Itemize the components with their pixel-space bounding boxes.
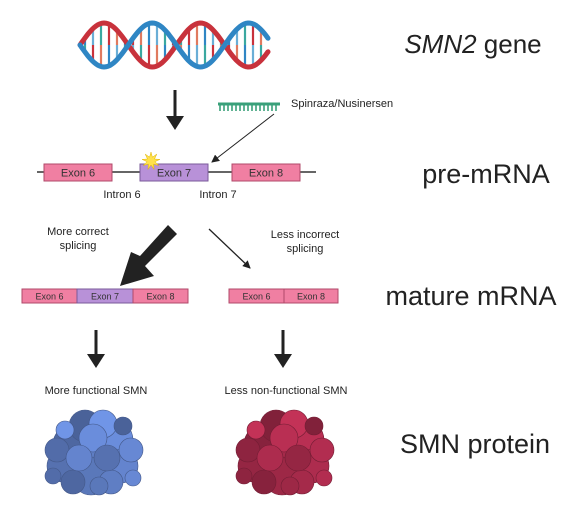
arrow-left-to-protein [87, 330, 105, 368]
protein-blob [44, 437, 70, 463]
protein-blob [118, 437, 144, 463]
right-splicing-label-1: Less incorrect [271, 229, 339, 241]
left-splicing-label-2: splicing [60, 240, 97, 252]
mutation-star-icon [141, 151, 161, 171]
mature-right-exon-8 [283, 288, 339, 304]
pre-exon-8-label: Exon 8 [249, 168, 283, 180]
right-splicing-label-2: splicing [287, 243, 324, 255]
mature-left-exon-8 [132, 288, 189, 304]
arrow-right-to-protein [274, 330, 292, 368]
big-splicing-arrow [120, 225, 177, 286]
pre-exon-6-label: Exon 6 [61, 168, 95, 180]
mature-right-exon-8-label: Exon 8 [297, 292, 325, 302]
pre-mrna: Exon 6 Exon 7 Exon 8 Intron 6 Intron 7 [37, 151, 316, 201]
protein-blob [235, 437, 261, 463]
protein-blob [251, 469, 277, 495]
pre-exon-7-label: Exon 7 [157, 168, 191, 180]
gene-label: SMN2 gene [404, 29, 541, 59]
mature-left-exon-7-label: Exon 7 [91, 292, 119, 302]
arrow-dna-to-premrna [166, 90, 184, 130]
left-protein-caption: More functional SMN [45, 385, 148, 397]
protein-blob [113, 416, 133, 436]
protein-blob [65, 444, 93, 472]
protein-blob [124, 469, 142, 487]
dna-helix-icon [77, 20, 271, 70]
protein-blob [55, 420, 75, 440]
protein-blob [309, 437, 335, 463]
mature-mrna-left: Exon 6 Exon 7 Exon 8 [21, 288, 189, 304]
small-splicing-arrow [208, 228, 251, 269]
dna-strand-blue [77, 20, 271, 70]
mature-left-exon-6-label: Exon 6 [35, 292, 63, 302]
mature-left-exon-8-label: Exon 8 [146, 292, 174, 302]
protein-blob [89, 476, 109, 496]
dna-strand-red [77, 20, 271, 70]
drug-pointer-arrow [211, 113, 275, 163]
mature-mrna-right: Exon 6 Exon 8 [228, 288, 339, 304]
protein-blob [315, 469, 333, 487]
gene-label-rest: gene [477, 29, 542, 59]
pre-exon-7 [139, 163, 209, 182]
protein-label: SMN protein [400, 429, 550, 459]
mature-mrna-label: mature mRNA [385, 281, 556, 311]
pre-exon-8 [231, 163, 301, 182]
protein-blob [60, 469, 86, 495]
right-protein-caption: Less non-functional SMN [225, 385, 348, 397]
left-splicing-label-1: More correct [47, 226, 109, 238]
protein-blob [235, 467, 253, 485]
protein-blob [246, 420, 266, 440]
protein-blob [280, 476, 300, 496]
protein-blob [93, 444, 121, 472]
protein-blob [256, 444, 284, 472]
drug-label: Spinraza/Nusinersen [291, 98, 393, 110]
functional-smn-protein-icon [44, 409, 144, 496]
protein-blob [78, 423, 108, 453]
spinraza-oligo-icon [218, 102, 280, 111]
intron-7-label: Intron 7 [199, 189, 236, 201]
protein-blob [304, 416, 324, 436]
protein-blob [44, 467, 62, 485]
nonfunctional-smn-protein-icon [235, 409, 335, 496]
gene-label-italic: SMN2 [404, 29, 477, 59]
pre-mrna-label: pre-mRNA [422, 159, 550, 189]
intron-6-label: Intron 6 [103, 189, 140, 201]
protein-blob [284, 444, 312, 472]
protein-blob [269, 423, 299, 453]
mature-right-exon-6-label: Exon 6 [242, 292, 270, 302]
pre-exon-6 [43, 163, 113, 182]
